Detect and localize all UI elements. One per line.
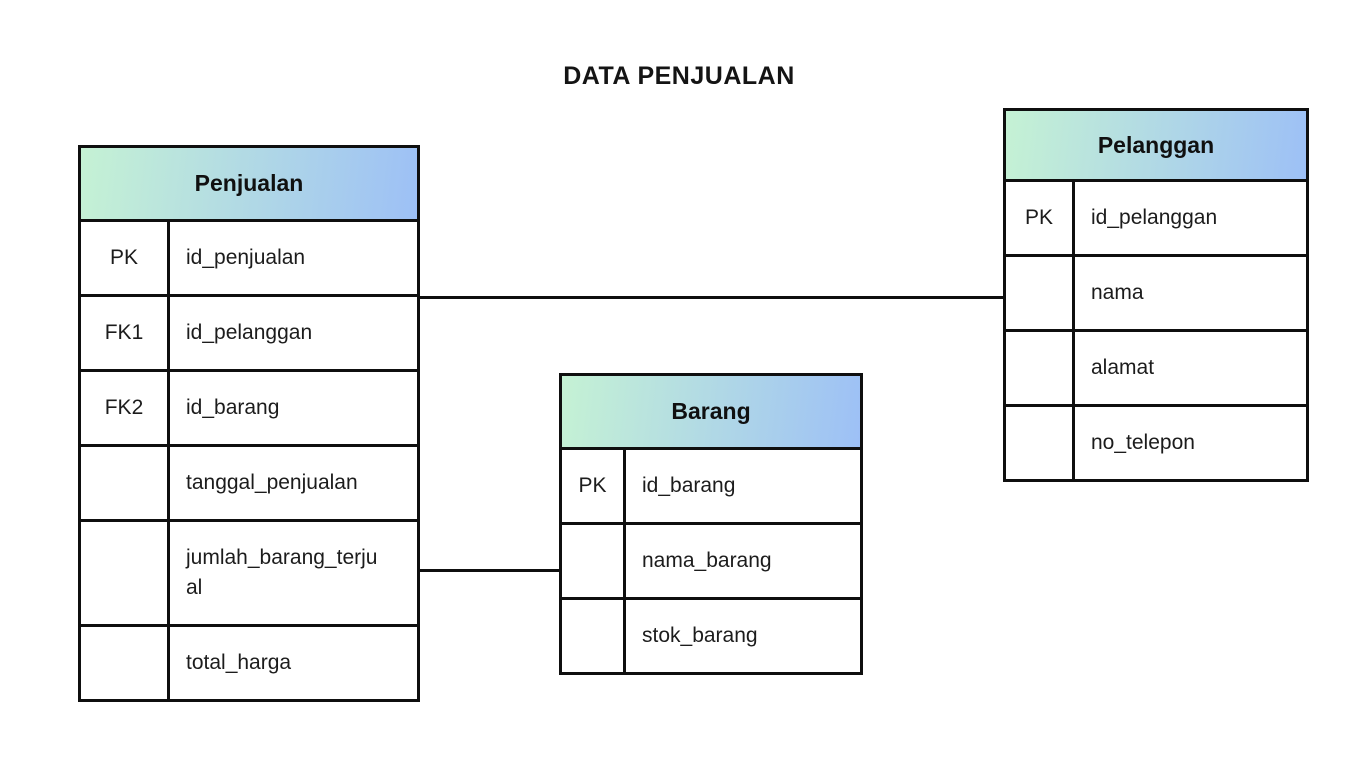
key-cell: PK — [562, 450, 626, 522]
table-row: FK1 id_pelanggan — [81, 294, 417, 369]
key-cell — [562, 525, 626, 597]
field-cell: nama_barang — [642, 549, 772, 572]
table-row: FK2 id_barang — [81, 369, 417, 444]
relationship-line-penjualan-pelanggan — [417, 296, 1005, 299]
key-cell — [81, 522, 170, 624]
table-row: PK id_barang — [562, 450, 860, 522]
field-cell: id_barang — [642, 474, 736, 497]
entity-table-barang: Barang PK id_barang nama_barang stok_barang — [559, 373, 863, 675]
table-row: alamat — [1006, 329, 1306, 404]
key-cell: FK2 — [81, 372, 170, 444]
field-cell: alamat — [1091, 356, 1155, 379]
entity-rows-barang: PK id_barang nama_barang stok_barang — [562, 450, 860, 672]
table-row: nama — [1006, 254, 1306, 329]
table-row: nama_barang — [562, 522, 860, 597]
field-cell: jumlah_barang_terjual — [186, 546, 378, 599]
table-row: PK id_penjualan — [81, 222, 417, 294]
field-cell: tanggal_penjualan — [186, 471, 358, 494]
table-row: stok_barang — [562, 597, 860, 672]
entity-title-barang: Barang — [562, 376, 860, 450]
table-row: PK id_pelanggan — [1006, 182, 1306, 254]
key-cell — [1006, 332, 1075, 404]
table-row: tanggal_penjualan — [81, 444, 417, 519]
key-cell: PK — [1006, 182, 1075, 254]
key-cell: FK1 — [81, 297, 170, 369]
table-row: no_telepon — [1006, 404, 1306, 479]
key-cell — [1006, 407, 1075, 479]
field-cell: total_harga — [186, 651, 292, 674]
field-cell: no_telepon — [1091, 431, 1195, 454]
entity-title-penjualan: Penjualan — [81, 148, 417, 222]
diagram-title: DATA PENJUALAN — [563, 62, 795, 90]
table-row: total_harga — [81, 624, 417, 699]
key-cell — [1006, 257, 1075, 329]
field-cell: id_pelanggan — [1091, 206, 1218, 229]
key-cell: PK — [81, 222, 170, 294]
key-cell — [562, 600, 626, 672]
key-cell — [81, 627, 170, 699]
key-cell — [81, 447, 170, 519]
table-row: jumlah_barang_terjual — [81, 519, 417, 624]
field-cell: id_barang — [186, 396, 280, 419]
field-cell: nama — [1091, 281, 1144, 304]
relationship-line-penjualan-barang — [417, 569, 561, 572]
field-cell: stok_barang — [642, 624, 758, 647]
entity-title-pelanggan: Pelanggan — [1006, 111, 1306, 182]
field-cell: id_pelanggan — [186, 321, 313, 344]
field-cell: id_penjualan — [186, 246, 306, 269]
